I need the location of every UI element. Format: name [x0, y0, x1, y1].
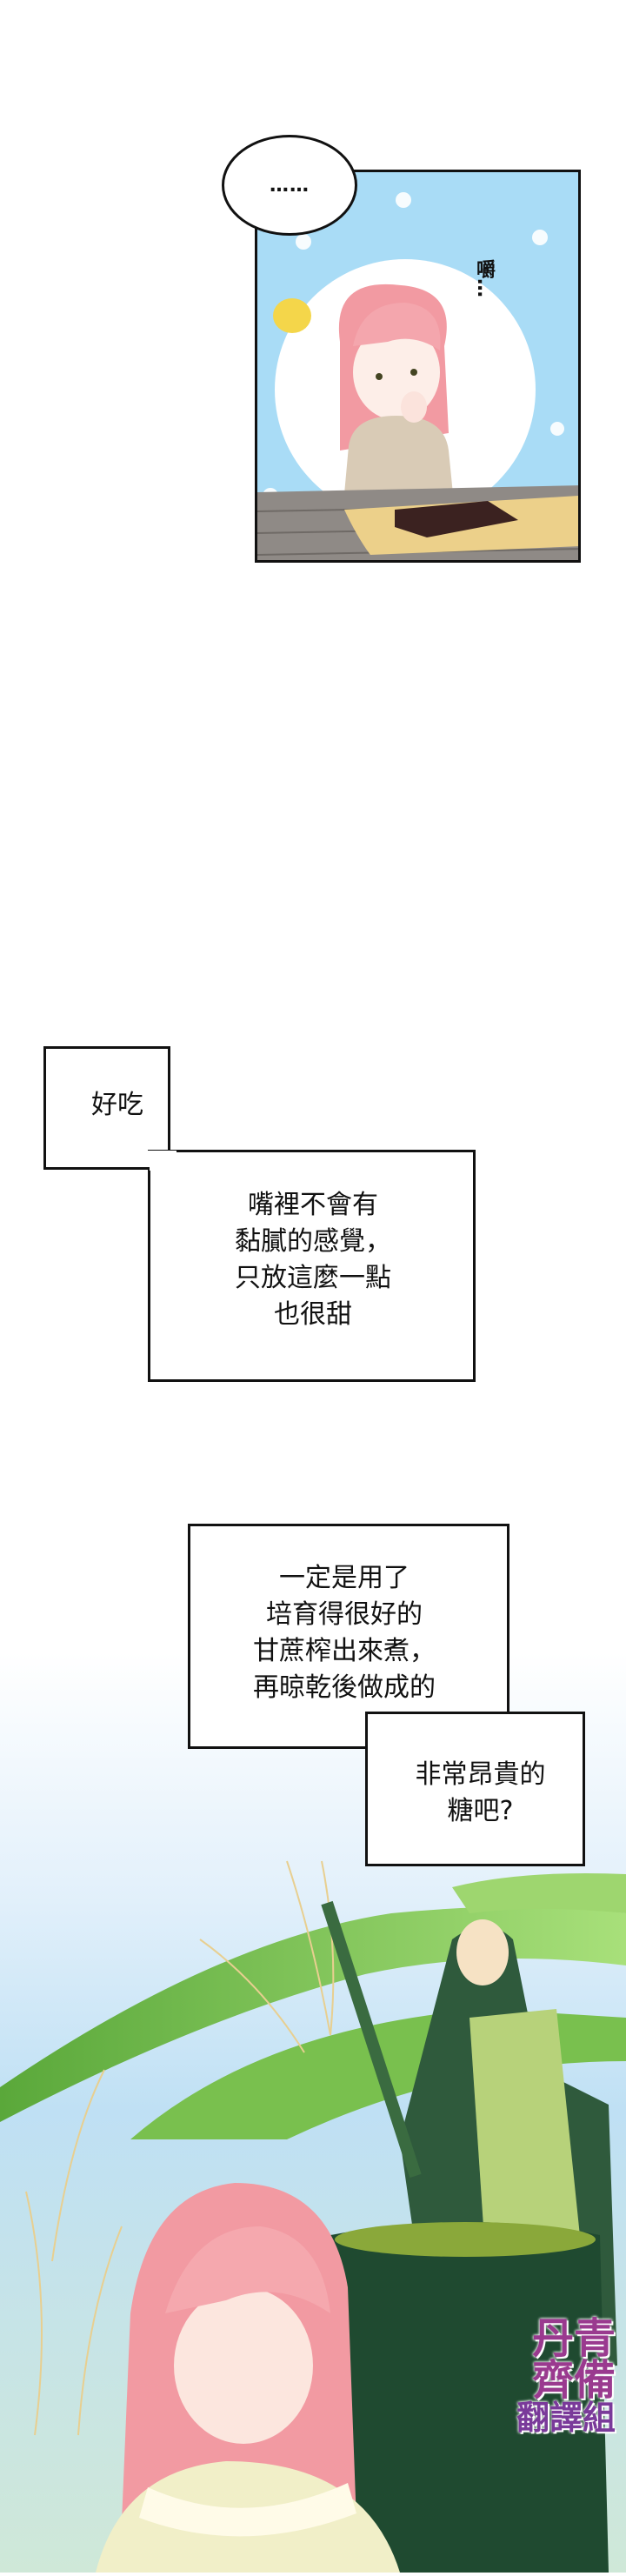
box-joint [368, 1714, 507, 1746]
watermark-line-3: 翻譯組 [516, 2399, 616, 2437]
yellow-chick [273, 298, 311, 333]
panel-illustration [257, 192, 578, 560]
caption-text-1: 好吃 [91, 1090, 143, 1120]
box-joint [150, 1151, 171, 1171]
watermark-line-1: 丹青 [531, 2314, 616, 2363]
caption-text-3: 一定是用了 培育得很好的 甘蔗榨出來煮， 再晾乾後做成的 [253, 1563, 436, 1703]
caption-box-3 [188, 1524, 509, 1749]
caption-text-4: 非常昂貴的 糖吧? [415, 1759, 546, 1826]
speech-bubble: …… [222, 135, 357, 236]
caption-text-2: 嘴裡不會有 黏膩的感覺， 只放這麼一點 也很甜 [235, 1190, 391, 1330]
box-joint [46, 1151, 176, 1167]
sound-effect-chew: 嚼… [473, 259, 495, 297]
caption-box-1 [43, 1046, 170, 1170]
comic-panel-girl-tasting [255, 170, 581, 563]
watermark-line-2: 齊備 [531, 2356, 616, 2405]
translation-group-watermark: 丹青 齊備 翻譯組 [516, 2318, 616, 2434]
caption-box-2 [148, 1150, 476, 1382]
speech-bubble-text: …… [270, 174, 310, 197]
